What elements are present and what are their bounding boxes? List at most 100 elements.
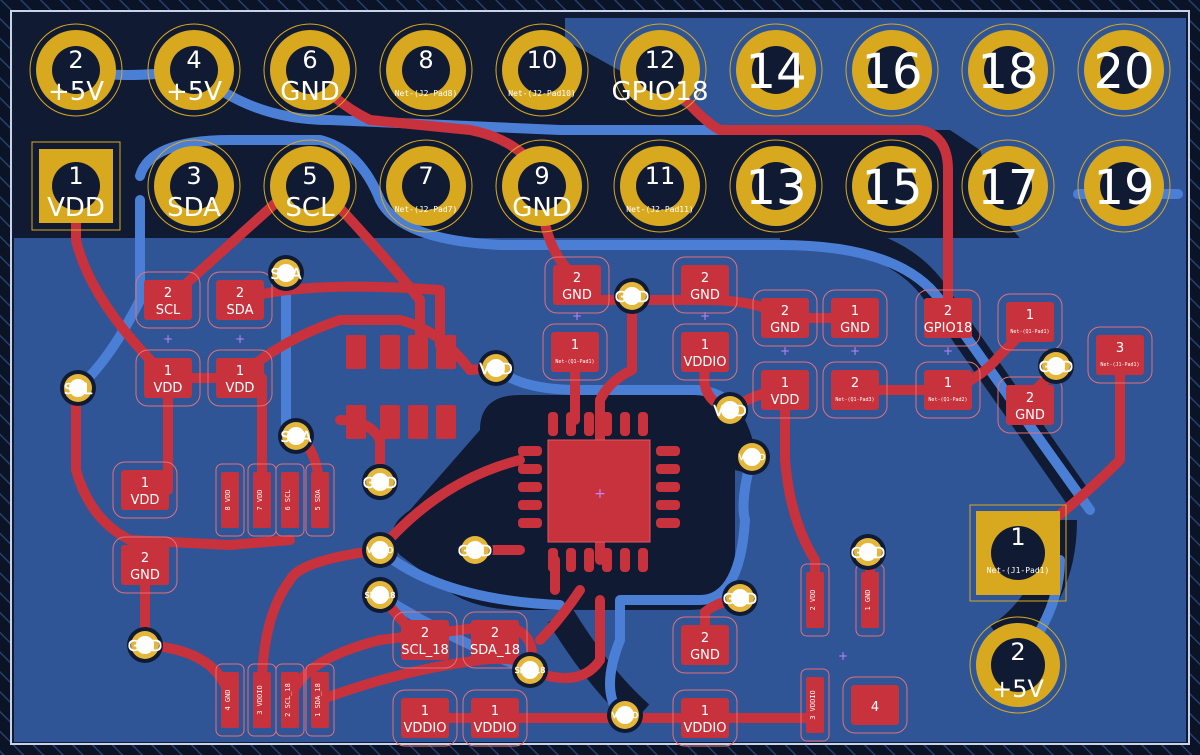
- pad-net-label: VDD: [131, 493, 160, 508]
- pin-number: 17: [977, 160, 1038, 216]
- header-pin-2[interactable]: 2+5V: [29, 23, 123, 117]
- pad-net-label: GND: [562, 288, 592, 303]
- header-pin-16[interactable]: 16: [845, 23, 939, 117]
- jleft-pin-8[interactable]: 8 VDD: [215, 463, 245, 537]
- pad-net-label: VDDIO: [404, 721, 447, 736]
- pad-number: 2: [781, 304, 789, 319]
- smd-pad[interactable]: 4: [842, 676, 908, 734]
- via: SDA: [268, 255, 304, 291]
- via-net-label: SDA: [270, 265, 302, 283]
- pad-net-label: GND: [840, 321, 870, 336]
- j1-pin-2[interactable]: 2+5V: [969, 616, 1067, 714]
- jbottom-pin-3[interactable]: 3 VDDIO: [247, 663, 277, 737]
- pad-net-label: SCL: [156, 303, 181, 318]
- pad-net-label: SCL_18: [401, 643, 449, 658]
- pad-number: 1: [491, 704, 499, 719]
- via: GND: [362, 464, 398, 500]
- jbottom-pin-1[interactable]: 1 SDA_18: [305, 663, 335, 737]
- pin-number: 6: [302, 46, 317, 74]
- pin-number: 16: [861, 44, 922, 100]
- pin-net-label: Net-(J2-Pad7): [395, 205, 458, 214]
- pad-number: 2: [944, 304, 952, 319]
- pin-number: 18: [977, 44, 1038, 100]
- jbottom-pin-2[interactable]: 2 SCL_18: [275, 663, 305, 737]
- header-pin-15[interactable]: 15: [845, 139, 939, 233]
- vias: SDASCLSDAVDDGNDGNDVDDVDDIOGNDVDDIOGNDSDA…: [60, 255, 1074, 733]
- jbottom-pin-4[interactable]: 4 GND: [215, 663, 245, 737]
- jleft-pin-5[interactable]: 5 SDA: [305, 463, 335, 537]
- via: VDDIO: [607, 697, 643, 733]
- via: GND: [850, 534, 886, 570]
- pin-net-label: +5V: [992, 675, 1044, 703]
- header-pin-19[interactable]: 19: [1077, 139, 1171, 233]
- via-net-label: VDDIO: [612, 711, 638, 720]
- via-net-label: GND: [615, 288, 649, 306]
- smd-pads: 2SCL2SDA1VDD1VDD1VDD2GND2GND2GND2GND1GND…: [112, 256, 1153, 747]
- pad-net-label: VDDIO: [474, 721, 517, 736]
- pad-net-label: GND: [130, 568, 160, 583]
- connector-pin-label: 6 SCL: [284, 489, 292, 510]
- via-net-label: SDA_18: [515, 666, 546, 675]
- jright-pin-2[interactable]: 2 VDD: [800, 563, 830, 637]
- header-pin-13[interactable]: 13: [729, 139, 823, 233]
- pad-net-label: Net-(Q1-Pad1): [555, 359, 594, 365]
- connector-pin-label: 8 VDD: [224, 489, 232, 510]
- header-pin-18[interactable]: 18: [961, 23, 1055, 117]
- header-pin-14[interactable]: 14: [729, 23, 823, 117]
- header-pin-20[interactable]: 20: [1077, 23, 1171, 117]
- header-pin-17[interactable]: 17: [961, 139, 1055, 233]
- footprint-origin-marker: +: [838, 649, 848, 663]
- pad-number: 3: [1116, 341, 1124, 356]
- via: GND: [614, 278, 650, 314]
- pad-number: 2: [491, 626, 499, 641]
- pin-number: 2: [1010, 638, 1025, 666]
- header-j2-pins: 2+5V 4+5V6GND8Net-(J2-Pad8)10Net-(J2-Pad1…: [29, 23, 1171, 233]
- jleft-pin-6[interactable]: 6 SCL: [275, 463, 305, 537]
- jright-pin-3[interactable]: 3 VDDIO: [800, 668, 830, 742]
- pin-number: 1: [68, 162, 83, 190]
- qfn-sensor-footprint: +: [518, 412, 680, 572]
- pad-number: 1: [164, 364, 172, 379]
- connector-pin-label: 3 VDDIO: [256, 685, 264, 715]
- connector-pin-label: 5 SDA: [314, 489, 322, 511]
- pin-number: 10: [527, 46, 558, 74]
- header-pin-4[interactable]: 4+5V: [147, 23, 241, 117]
